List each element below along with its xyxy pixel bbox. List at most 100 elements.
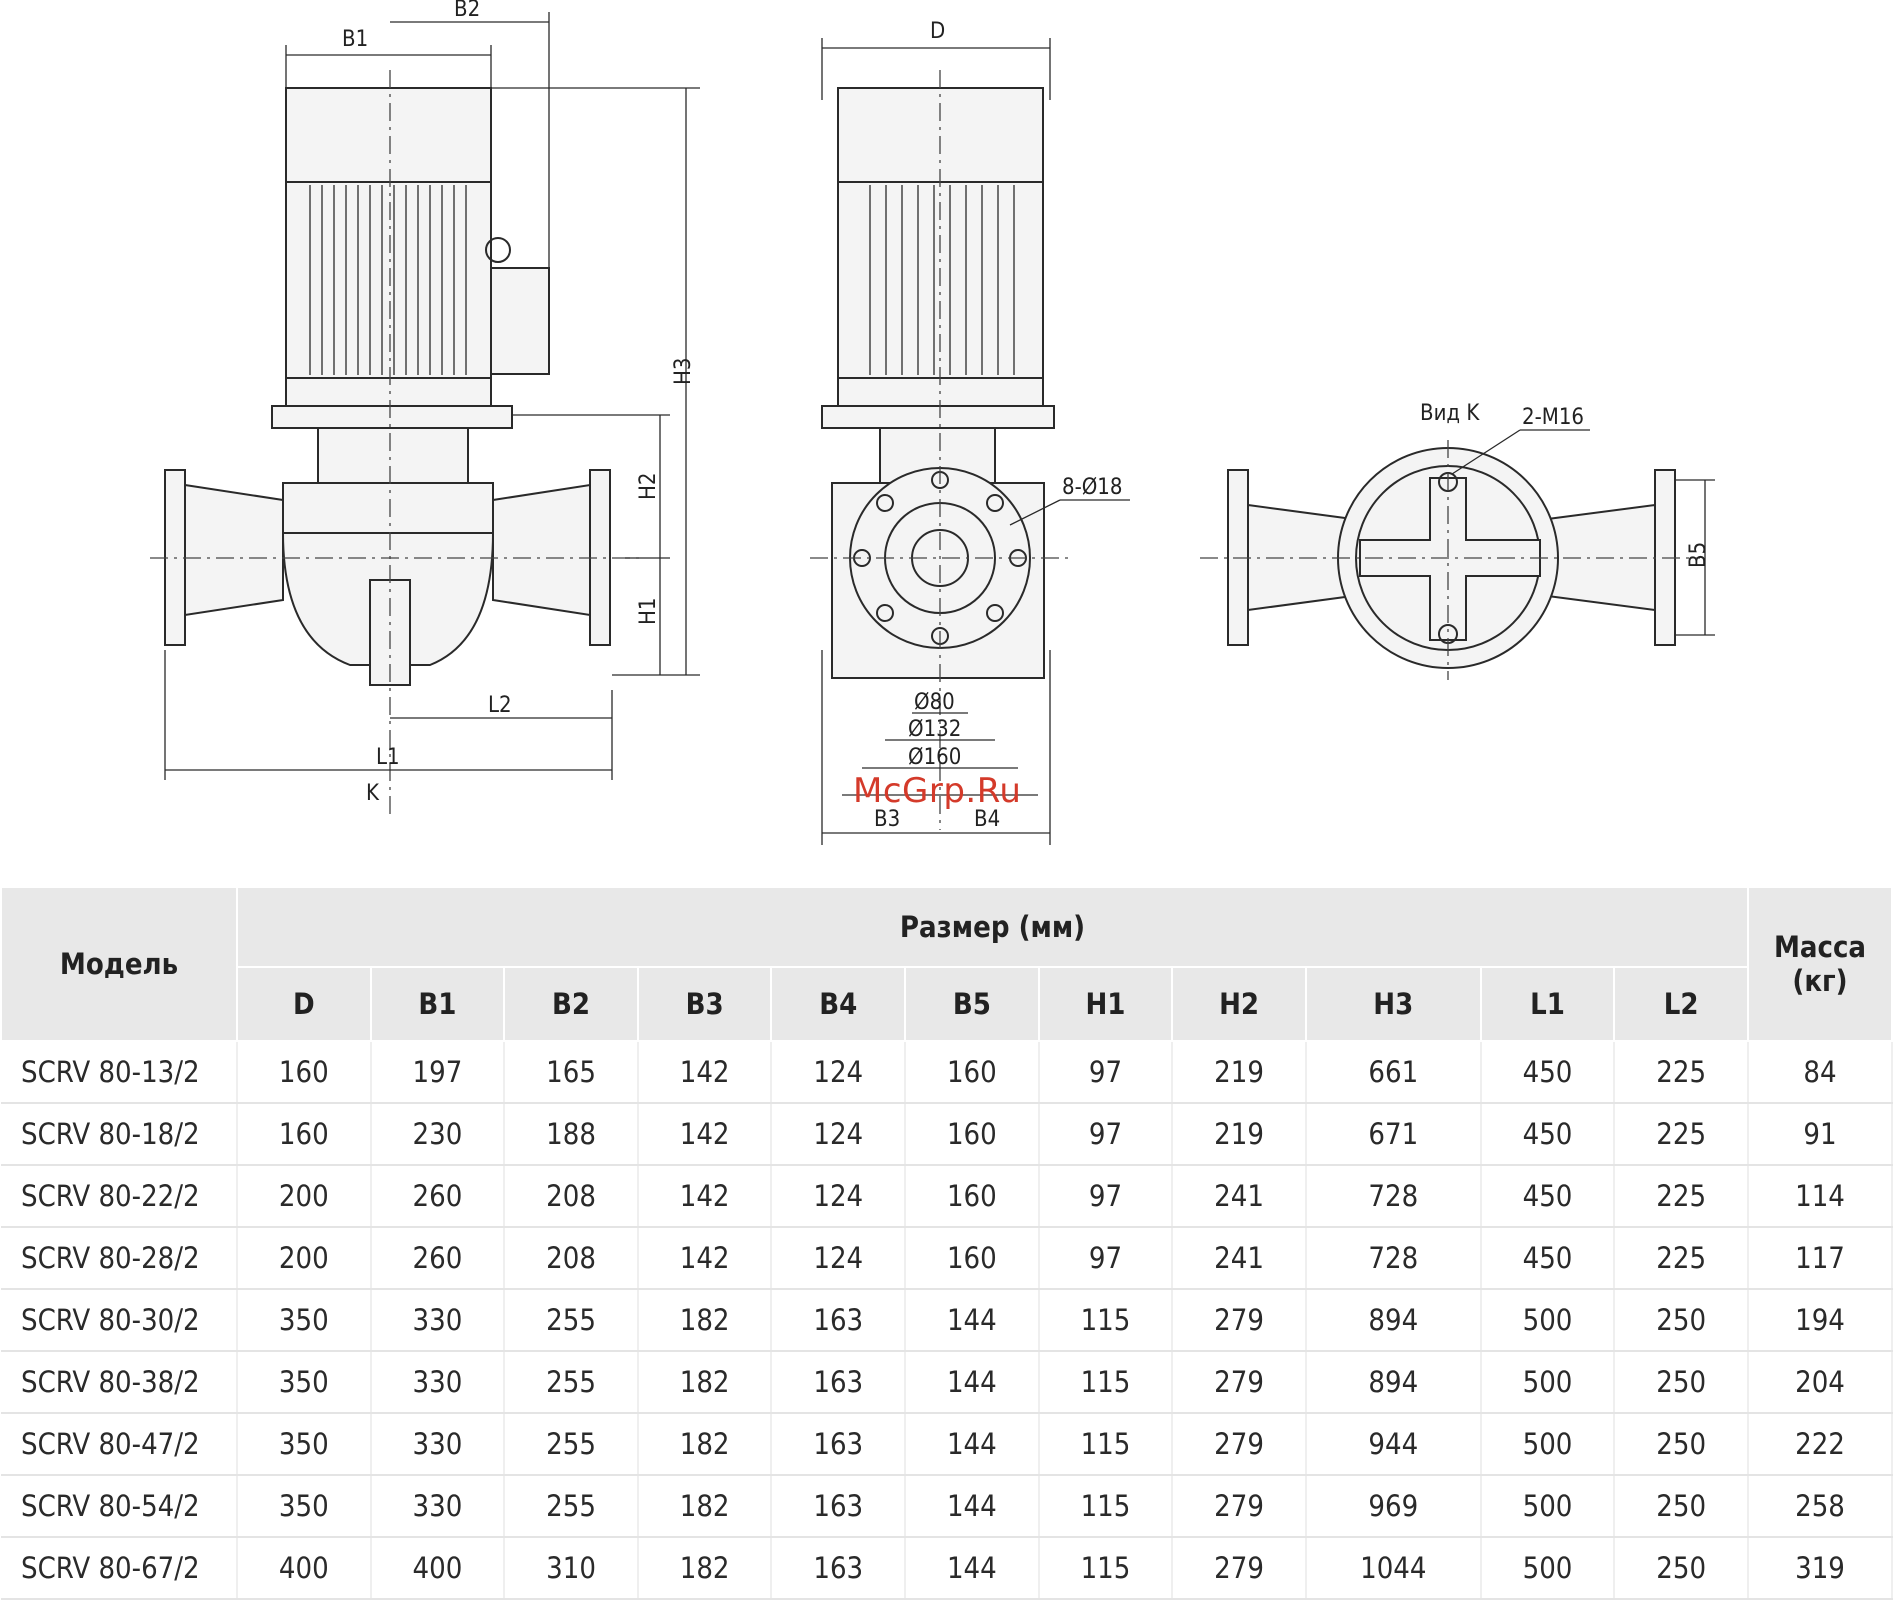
dimension-cell: 225 bbox=[1614, 1165, 1749, 1228]
dimension-cell: 260 bbox=[370, 1227, 506, 1290]
column-header: B4 bbox=[770, 966, 907, 1042]
dimension-cell: 500 bbox=[1480, 1413, 1616, 1476]
dimension-cell: 182 bbox=[637, 1537, 773, 1600]
dimension-cell: 160 bbox=[905, 1103, 1040, 1166]
dimension-cell: 894 bbox=[1305, 1289, 1482, 1352]
column-header: H2 bbox=[1171, 966, 1307, 1042]
dimension-cell: 450 bbox=[1480, 1041, 1616, 1104]
dimension-cell: 894 bbox=[1305, 1351, 1482, 1414]
dimension-cell: 350 bbox=[237, 1289, 372, 1352]
column-header: L1 bbox=[1479, 966, 1616, 1042]
mass-cell: 319 bbox=[1748, 1537, 1893, 1600]
dimension-cell: 182 bbox=[637, 1351, 773, 1414]
column-header: D bbox=[236, 966, 372, 1042]
dimension-cell: 163 bbox=[771, 1289, 907, 1352]
dim-holes: 8-Ø18 bbox=[1062, 475, 1123, 500]
dimension-cell: 160 bbox=[237, 1103, 372, 1166]
dim-b3: B3 bbox=[874, 807, 900, 832]
column-header: B1 bbox=[369, 966, 506, 1042]
model-cell: SCRV 80-47/2 bbox=[1, 1413, 238, 1476]
dimension-cell: 944 bbox=[1305, 1413, 1482, 1476]
dim-h3: H3 bbox=[671, 358, 696, 385]
dimension-cell: 250 bbox=[1614, 1289, 1749, 1352]
front-view: B1 B2 H3 H2 H1 L2 L1 K bbox=[150, 0, 700, 820]
dimension-cell: 115 bbox=[1038, 1289, 1174, 1352]
dimension-cell: 279 bbox=[1172, 1537, 1307, 1600]
dimension-cell: 97 bbox=[1038, 1165, 1174, 1228]
dimension-cell: 182 bbox=[637, 1475, 773, 1538]
dimension-cell: 197 bbox=[370, 1041, 506, 1104]
dimension-cell: 330 bbox=[370, 1289, 506, 1352]
model-cell: SCRV 80-54/2 bbox=[1, 1475, 238, 1538]
column-header: B3 bbox=[636, 966, 773, 1042]
dimension-cell: 160 bbox=[237, 1041, 372, 1104]
dimension-cell: 500 bbox=[1480, 1351, 1616, 1414]
model-cell: SCRV 80-13/2 bbox=[1, 1041, 238, 1104]
dim-h2: H2 bbox=[636, 473, 661, 500]
mass-cell: 222 bbox=[1748, 1413, 1893, 1476]
dimension-cell: 500 bbox=[1480, 1537, 1616, 1600]
dimension-cell: 144 bbox=[905, 1475, 1040, 1538]
dimension-cell: 255 bbox=[504, 1413, 639, 1476]
dimension-cell: 350 bbox=[237, 1413, 372, 1476]
column-header: B2 bbox=[503, 966, 639, 1042]
dimension-cell: 225 bbox=[1614, 1227, 1749, 1290]
dimension-cell: 500 bbox=[1480, 1475, 1616, 1538]
dimension-cell: 728 bbox=[1305, 1165, 1482, 1228]
dimension-cell: 255 bbox=[504, 1289, 639, 1352]
mass-cell: 91 bbox=[1748, 1103, 1893, 1166]
dim-b4: B4 bbox=[974, 807, 1000, 832]
dimension-cell: 279 bbox=[1172, 1351, 1307, 1414]
dimension-cell: 188 bbox=[504, 1103, 639, 1166]
dimension-cell: 163 bbox=[771, 1475, 907, 1538]
dimension-cell: 124 bbox=[771, 1227, 907, 1290]
dimension-cell: 144 bbox=[905, 1537, 1040, 1600]
dimension-cell: 142 bbox=[637, 1103, 773, 1166]
side-view: D Ø80 Ø132 Ø160 B3 B4 8-Ø18 bbox=[810, 19, 1130, 845]
dimension-cell: 255 bbox=[504, 1351, 639, 1414]
dimension-cell: 500 bbox=[1480, 1289, 1616, 1352]
dimension-cell: 255 bbox=[504, 1475, 639, 1538]
dimension-cell: 163 bbox=[771, 1537, 907, 1600]
dim-b1: B1 bbox=[342, 27, 368, 52]
dimension-cell: 400 bbox=[370, 1537, 506, 1600]
dim-d160: Ø160 bbox=[908, 745, 961, 770]
dim-k: K bbox=[366, 781, 380, 806]
mass-cell: 194 bbox=[1748, 1289, 1893, 1352]
dimension-cell: 163 bbox=[771, 1413, 907, 1476]
dimension-cell: 160 bbox=[905, 1041, 1040, 1104]
column-header: L2 bbox=[1613, 966, 1749, 1042]
dimension-cell: 279 bbox=[1172, 1289, 1307, 1352]
column-header: H1 bbox=[1037, 966, 1174, 1042]
dimension-cell: 450 bbox=[1480, 1103, 1616, 1166]
dimension-cell: 250 bbox=[1614, 1475, 1749, 1538]
dimension-cell: 350 bbox=[237, 1475, 372, 1538]
model-cell: SCRV 80-18/2 bbox=[1, 1103, 238, 1166]
dimension-cell: 219 bbox=[1172, 1103, 1307, 1166]
model-cell: SCRV 80-38/2 bbox=[1, 1351, 238, 1414]
mass-cell: 84 bbox=[1748, 1041, 1893, 1104]
dimension-cell: 97 bbox=[1038, 1041, 1174, 1104]
dimension-cell: 182 bbox=[637, 1289, 773, 1352]
dimension-cell: 115 bbox=[1038, 1475, 1174, 1538]
model-cell: SCRV 80-67/2 bbox=[1, 1537, 238, 1600]
dimension-cell: 241 bbox=[1172, 1227, 1307, 1290]
size-header: Размер (мм) bbox=[236, 886, 1749, 968]
dim-l2: L2 bbox=[488, 693, 512, 718]
mass-cell: 114 bbox=[1748, 1165, 1893, 1228]
mass-header: Масса (кг) bbox=[1747, 886, 1893, 1042]
dimension-cell: 144 bbox=[905, 1351, 1040, 1414]
dim-d80: Ø80 bbox=[914, 690, 955, 715]
dimension-cell: 144 bbox=[905, 1413, 1040, 1476]
dim-b2: B2 bbox=[454, 0, 480, 22]
dimension-cell: 163 bbox=[771, 1351, 907, 1414]
dimension-cell: 160 bbox=[905, 1165, 1040, 1228]
